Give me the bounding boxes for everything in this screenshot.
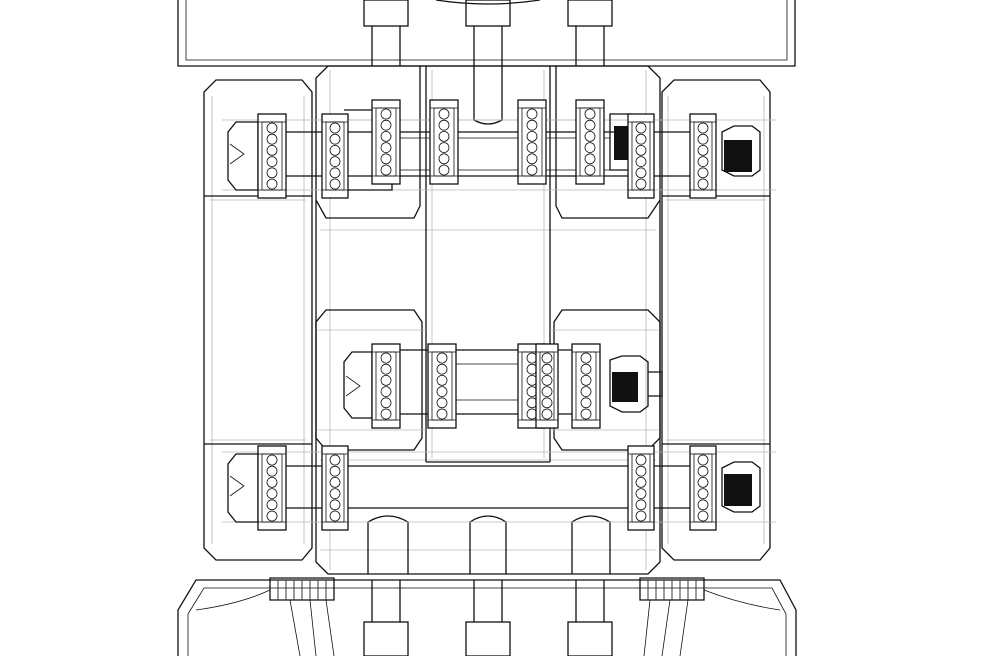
bearing [575,99,605,185]
right-side-frame [661,79,771,561]
bearing [427,343,457,429]
bearing [689,113,717,199]
center-frame [315,65,661,575]
upper-axle-assembly [222,109,776,191]
bearing [257,113,287,199]
bearing [627,445,655,531]
bearing [517,99,547,185]
bearing [321,445,349,531]
bearing [257,445,287,531]
bearing [429,99,459,185]
bearing [689,445,717,531]
bearing [535,343,559,429]
bearing [371,99,401,185]
bearing [627,113,655,199]
bearing [321,113,349,199]
bearings-layer [257,99,717,531]
bearing [571,343,601,429]
lower-axle-assembly [222,451,776,523]
top-block [177,0,796,67]
bottom-block [177,577,797,656]
bearing [371,343,401,429]
